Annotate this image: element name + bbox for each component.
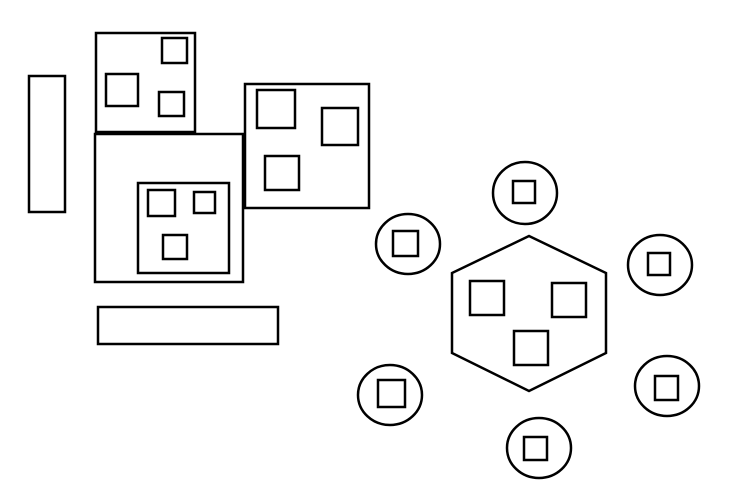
- circle: [633, 354, 701, 418]
- small-square: [511, 179, 537, 205]
- small-square: [320, 106, 360, 147]
- circle: [505, 416, 573, 480]
- top-left-box: [94, 31, 197, 134]
- small-square: [263, 154, 301, 192]
- large-box-group: [93, 132, 245, 284]
- small-square: [255, 88, 297, 130]
- small-square: [161, 233, 189, 261]
- vertical-bar: [27, 74, 67, 214]
- large-box: [93, 132, 245, 284]
- small-square: [512, 329, 550, 367]
- circle-group: [633, 354, 701, 418]
- circle: [491, 160, 559, 226]
- hexagon: [450, 234, 608, 393]
- small-square: [550, 281, 588, 319]
- circle: [374, 212, 442, 276]
- small-square: [522, 435, 549, 462]
- circle: [626, 233, 694, 297]
- top-left-box-group: [94, 31, 197, 134]
- small-square: [192, 190, 217, 215]
- small-square: [646, 251, 672, 277]
- circle: [356, 363, 424, 427]
- hexagon-group: [450, 234, 608, 393]
- circle-group: [626, 233, 694, 297]
- small-square: [653, 374, 680, 402]
- circle-group: [356, 363, 424, 427]
- horizontal-bar: [96, 305, 280, 346]
- right-box-group: [243, 82, 371, 210]
- inner-box: [136, 181, 231, 275]
- small-square: [157, 90, 186, 118]
- small-square: [391, 229, 420, 258]
- small-square: [146, 188, 177, 218]
- small-square: [160, 36, 189, 65]
- small-square: [376, 378, 407, 409]
- small-square: [104, 72, 140, 108]
- circle-group: [374, 212, 442, 276]
- circle-group: [505, 416, 573, 480]
- circle-group: [491, 160, 559, 226]
- small-square: [468, 279, 506, 317]
- right-box: [243, 82, 371, 210]
